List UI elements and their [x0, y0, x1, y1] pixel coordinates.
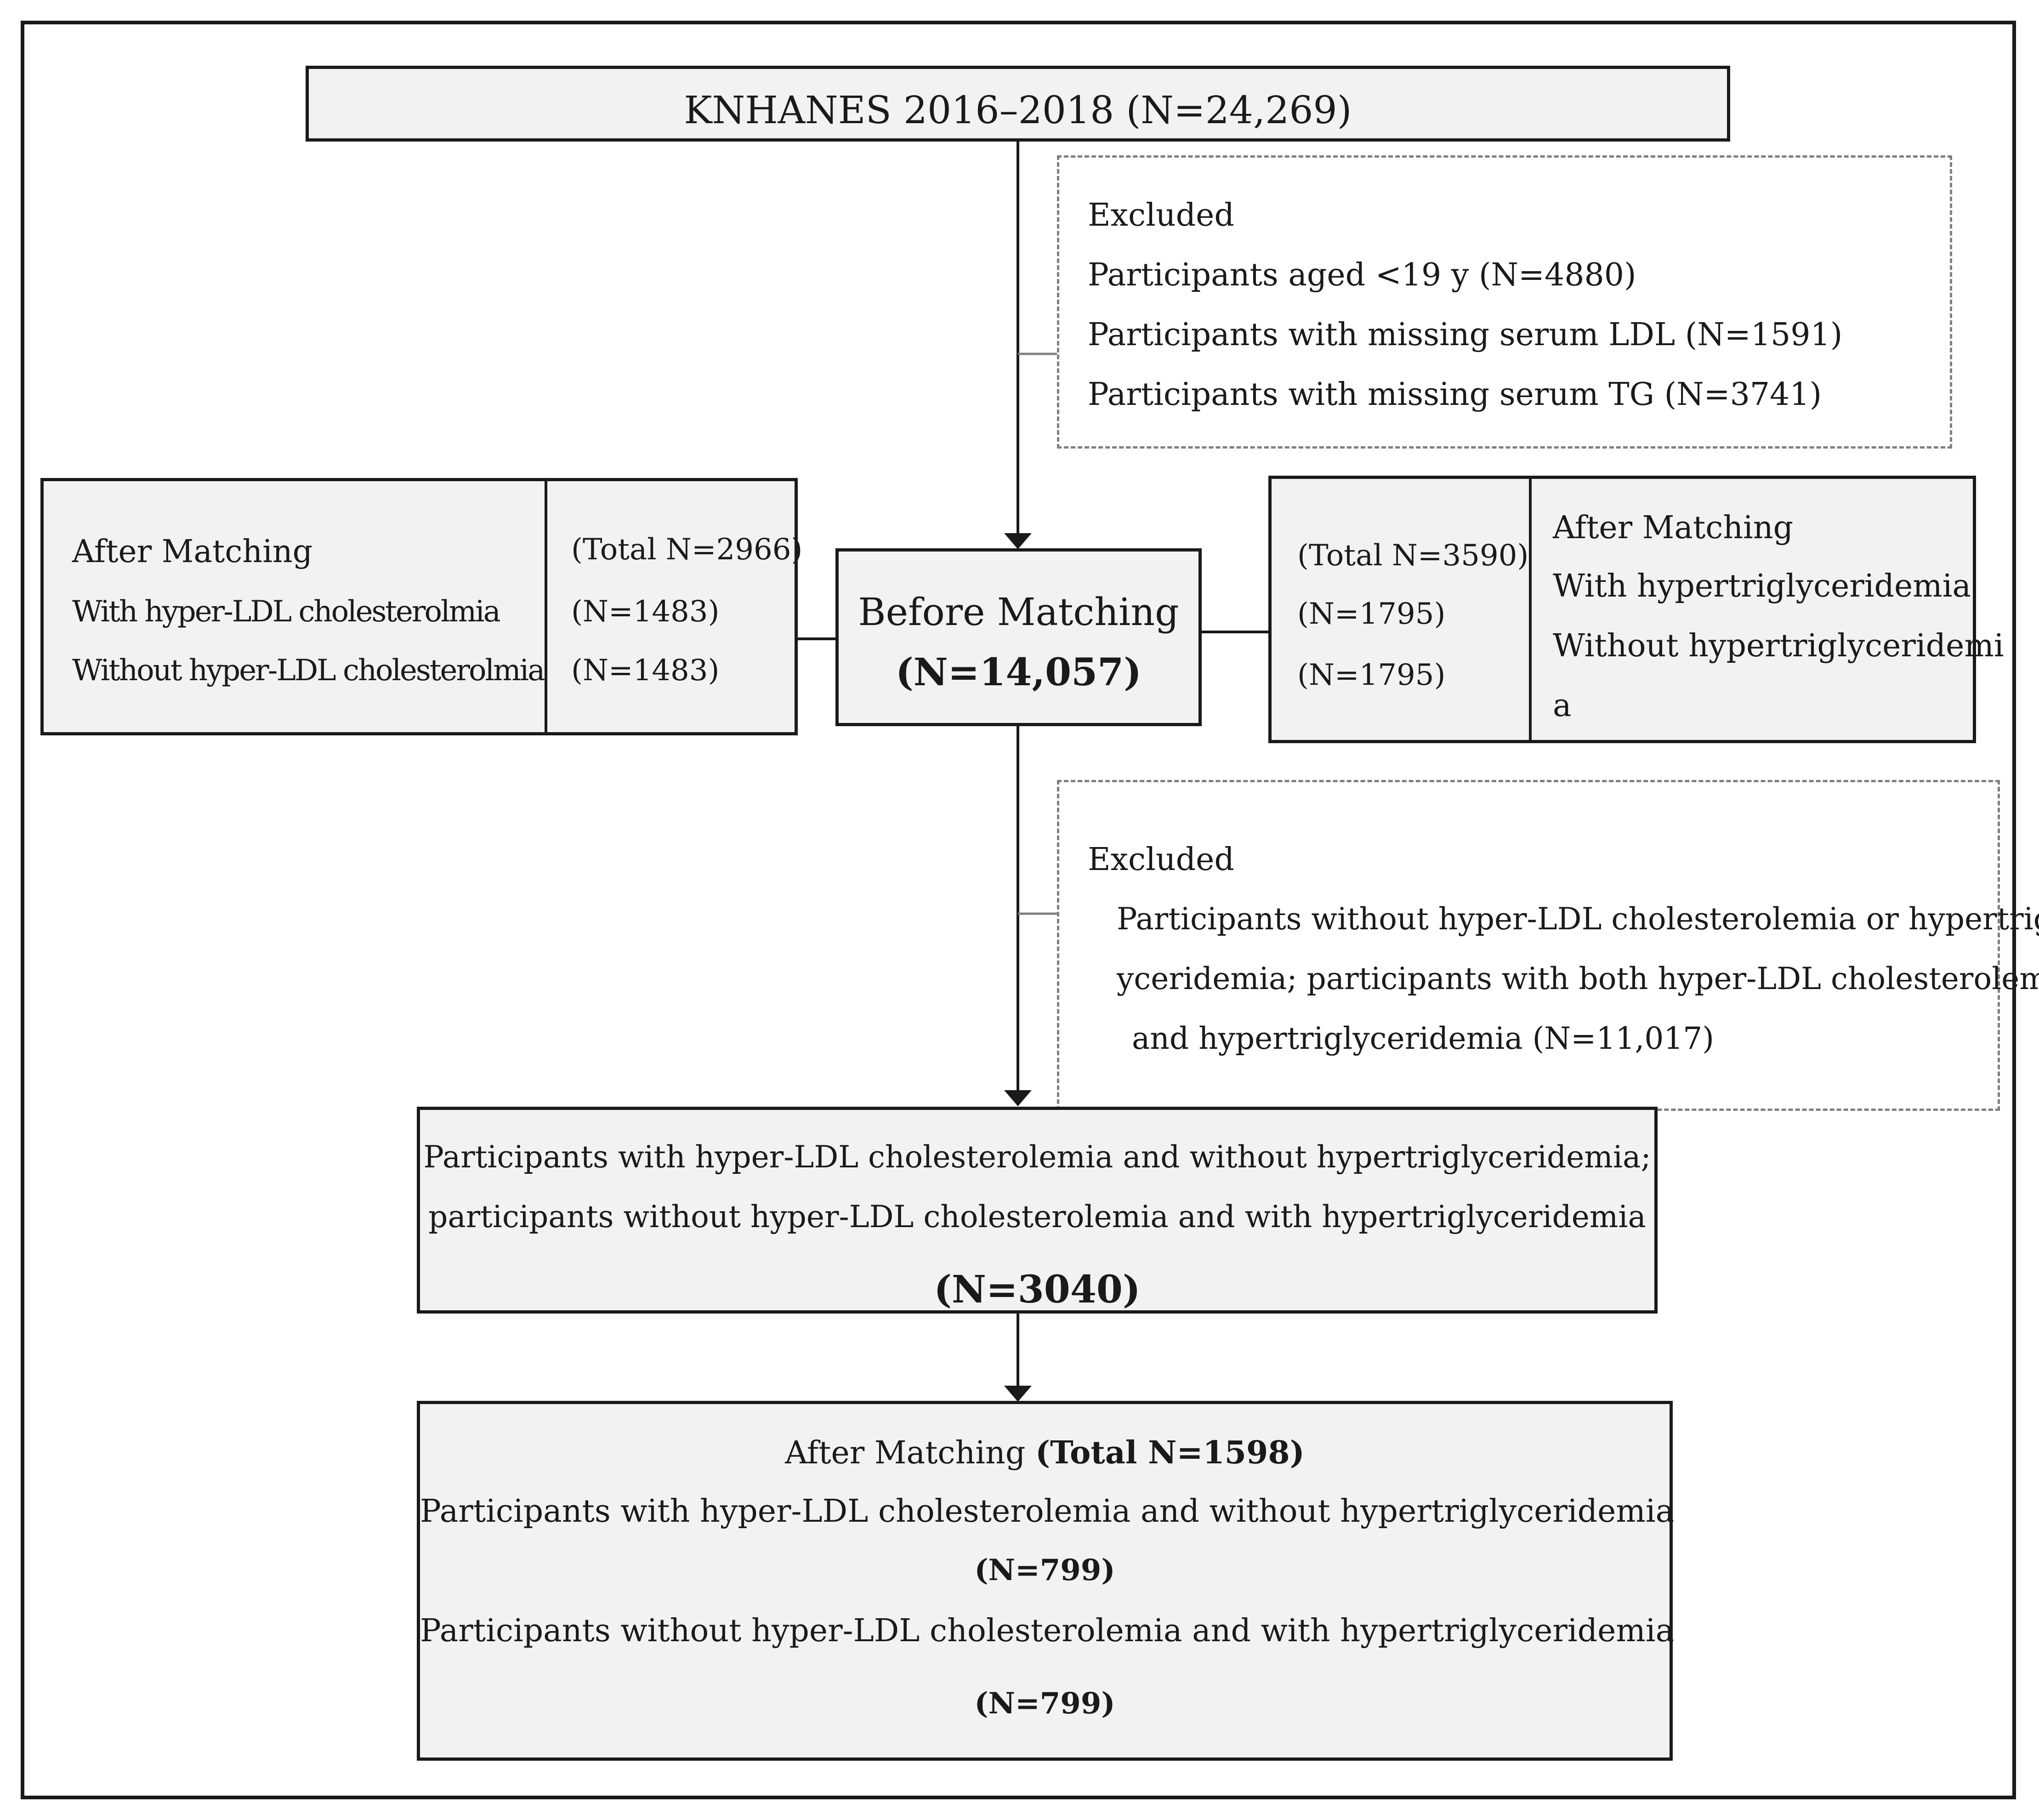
eligible-line-2: participants without hyper-LDL cholester… [428, 1199, 1646, 1234]
left-matching-heading: After Matching [72, 534, 313, 570]
right-matching-row-1: With hypertriglyceridemia [1553, 568, 1971, 604]
final-n2: (N=799) [974, 1686, 1115, 1721]
source-title: KNHANES 2016–2018 (N=24,269) [684, 89, 1352, 132]
final-group-1: Participants with hyper-LDL cholesterole… [420, 1493, 1675, 1530]
final-matching-box: After Matching (Total N=1598) Participan… [417, 1401, 1675, 1761]
right-matching-n2: (N=1795) [1297, 658, 1446, 692]
right-matching-row-2-cont: a [1553, 688, 1572, 724]
left-matching-total: (Total N=2966) [571, 533, 803, 567]
right-matching-divider [1529, 479, 1532, 740]
excluded-2-line-2: yceridemia; participants with both hyper… [1117, 961, 2039, 996]
final-heading-line: After Matching (Total N=1598) [420, 1437, 1670, 1469]
right-matching-row-2: Without hypertriglyceridemi [1553, 628, 2004, 664]
right-matching-box: (Total N=3590) (N=1795) (N=1795) After M… [1268, 476, 2004, 743]
excluded-box-2: Excluded Participants without hyper-LDL … [1057, 780, 2039, 1111]
excluded-box-1: Excluded Participants aged <19 y (N=4880… [1057, 155, 1952, 449]
before-matching-box: Before Matching (N=14,057) [835, 548, 1202, 726]
arrowhead-mid [1004, 1090, 1032, 1106]
arrowhead-before [1004, 533, 1032, 549]
excluded-2-heading: Excluded [1088, 842, 1234, 878]
eligible-count: (N=3040) [934, 1268, 1141, 1312]
right-matching-heading: After Matching [1553, 510, 1794, 546]
final-total: (Total N=1598) [1035, 1434, 1305, 1471]
excluded-1-item-2: Participants with missing serum LDL (N=1… [1088, 317, 1843, 353]
right-matching-n1: (N=1795) [1297, 597, 1446, 631]
figure-frame [21, 21, 2016, 1799]
left-matching-row-2: Without hyper-LDL cholesterolmia [72, 654, 545, 688]
left-matching-row-1: With hyper-LDL cholesterolmia [72, 595, 501, 629]
final-group-2: Participants without hyper-LDL cholester… [420, 1613, 1675, 1649]
excluded-1-item-1: Participants aged <19 y (N=4880) [1088, 257, 1636, 293]
left-matching-n2: (N=1483) [571, 654, 720, 688]
excluded-1-heading: Excluded [1088, 197, 1234, 233]
arrowhead-bottom [1004, 1386, 1032, 1402]
left-matching-box: After Matching With hyper-LDL cholestero… [40, 478, 802, 735]
left-matching-divider [545, 481, 547, 732]
before-matching-count: (N=14,057) [895, 650, 1142, 694]
before-matching-label: Before Matching [858, 591, 1179, 634]
source-box: KNHANES 2016–2018 (N=24,269) [306, 66, 1730, 142]
excluded-2-line-3: and hypertriglyceridemia (N=11,017) [1132, 1021, 1715, 1056]
right-matching-total: (Total N=3590) [1297, 539, 1529, 573]
eligible-box: Participants with hyper-LDL cholesterole… [417, 1107, 1658, 1314]
excluded-2-line-1: Participants without hyper-LDL cholester… [1117, 901, 2039, 937]
final-n1: (N=799) [974, 1553, 1115, 1587]
left-matching-n1: (N=1483) [571, 595, 720, 629]
excluded-1-item-3: Participants with missing serum TG (N=37… [1088, 376, 1822, 413]
eligible-line-1: Participants with hyper-LDL cholesterole… [423, 1139, 1651, 1175]
final-heading: After Matching [785, 1435, 1026, 1471]
